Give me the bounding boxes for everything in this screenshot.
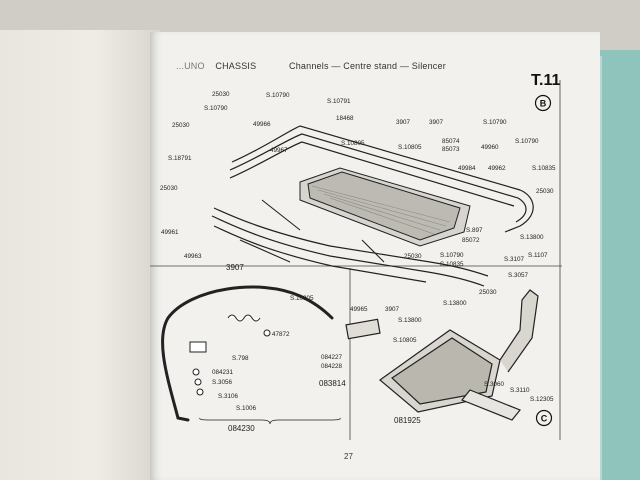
section-b-badge: B — [534, 94, 552, 112]
assembly-brace — [199, 417, 341, 425]
part-label: S.3056 — [212, 379, 232, 386]
part-label: 49984 — [458, 165, 476, 172]
centre-stand-drawing — [161, 285, 334, 422]
part-label: 25030 — [479, 289, 497, 296]
part-label: 49962 — [488, 165, 506, 172]
part-label: 3907 — [429, 119, 444, 126]
footboard-tray-drawing — [299, 167, 471, 247]
svg-text:B: B — [540, 99, 547, 109]
part-label: S.798 — [232, 355, 249, 362]
header-subtitle: Channels — Centre stand — Silencer — [289, 61, 446, 71]
part-label: S.10835 — [532, 165, 556, 172]
plate-id: T.11 — [531, 72, 561, 89]
page-header: ...UNO CHASSIS Channels — Centre stand —… — [176, 61, 446, 71]
part-label: S.10805 — [290, 295, 314, 302]
part-label: 85074 — [442, 138, 460, 145]
silencer-drawing — [345, 289, 539, 421]
part-label: 3907 — [385, 306, 400, 313]
part-label: S.10805 — [341, 140, 365, 147]
part-label: S.3057 — [508, 272, 528, 279]
part-label: S.1006 — [236, 405, 256, 412]
part-label: 084231 — [212, 369, 234, 376]
part-label: S.13800 — [520, 234, 544, 241]
stand-spring-drawing — [189, 314, 271, 396]
page-number: 27 — [344, 452, 353, 461]
part-label: S.10835 — [440, 261, 464, 268]
part-label: 083814 — [319, 379, 346, 388]
part-label: 25030 — [160, 185, 178, 192]
manual-page — [150, 32, 600, 480]
part-label: S.12305 — [530, 396, 554, 403]
part-label: S.10790 — [266, 92, 290, 99]
part-label: 49965 — [350, 306, 368, 313]
part-label: 49963 — [184, 253, 202, 260]
part-label: S.3060 — [484, 381, 504, 388]
diagram-frame — [150, 80, 562, 440]
part-label: 47872 — [272, 331, 290, 338]
svg-text:C: C — [541, 414, 548, 424]
part-label: S.18791 — [168, 155, 192, 162]
part-label: S.10805 — [398, 144, 422, 151]
part-label: 49960 — [481, 144, 499, 151]
part-label: S.10805 — [393, 337, 417, 344]
left-page — [0, 30, 160, 480]
part-label: S.10790 — [515, 138, 539, 145]
part-label: 3907 — [396, 119, 411, 126]
part-label: 85073 — [442, 146, 460, 153]
part-label: 25030 — [536, 188, 554, 195]
part-label: 18468 — [336, 115, 354, 122]
section-c-badge: C — [535, 409, 553, 427]
cross-members-drawing — [239, 199, 385, 263]
part-label: 49967 — [270, 147, 288, 154]
part-label: 084228 — [321, 363, 343, 370]
part-label: 85072 — [462, 237, 480, 244]
part-label: S.3107 — [504, 256, 524, 263]
part-label: S.10791 — [327, 98, 351, 105]
part-label: 49966 — [253, 121, 271, 128]
part-label: 081925 — [394, 416, 421, 425]
part-label: 25030 — [404, 253, 422, 260]
teal-cover — [596, 50, 640, 480]
part-label: S.10790 — [204, 105, 228, 112]
header-section: CHASSIS — [215, 61, 257, 71]
part-label: 3907 — [226, 263, 244, 272]
part-label: S.3110 — [510, 387, 530, 394]
part-label: S.3106 — [218, 393, 238, 400]
part-label: S.10790 — [483, 119, 507, 126]
part-label: S.10790 — [440, 252, 464, 259]
part-labels: 25030 S.10790 S.10791 18468 3907 3907 S.… — [160, 91, 556, 433]
part-label: S.1107 — [528, 252, 548, 259]
side-channels-drawing — [211, 125, 534, 287]
part-label: 49961 — [161, 229, 179, 236]
part-label: S.13800 — [443, 300, 467, 307]
part-label: 084227 — [321, 354, 343, 361]
part-label: S.897 — [466, 227, 483, 234]
part-label: 25030 — [172, 122, 190, 129]
part-label: 084230 — [228, 424, 255, 433]
part-label: 25030 — [212, 91, 230, 98]
part-label: S.13800 — [398, 317, 422, 324]
header-prefix: ...UNO — [176, 61, 205, 71]
